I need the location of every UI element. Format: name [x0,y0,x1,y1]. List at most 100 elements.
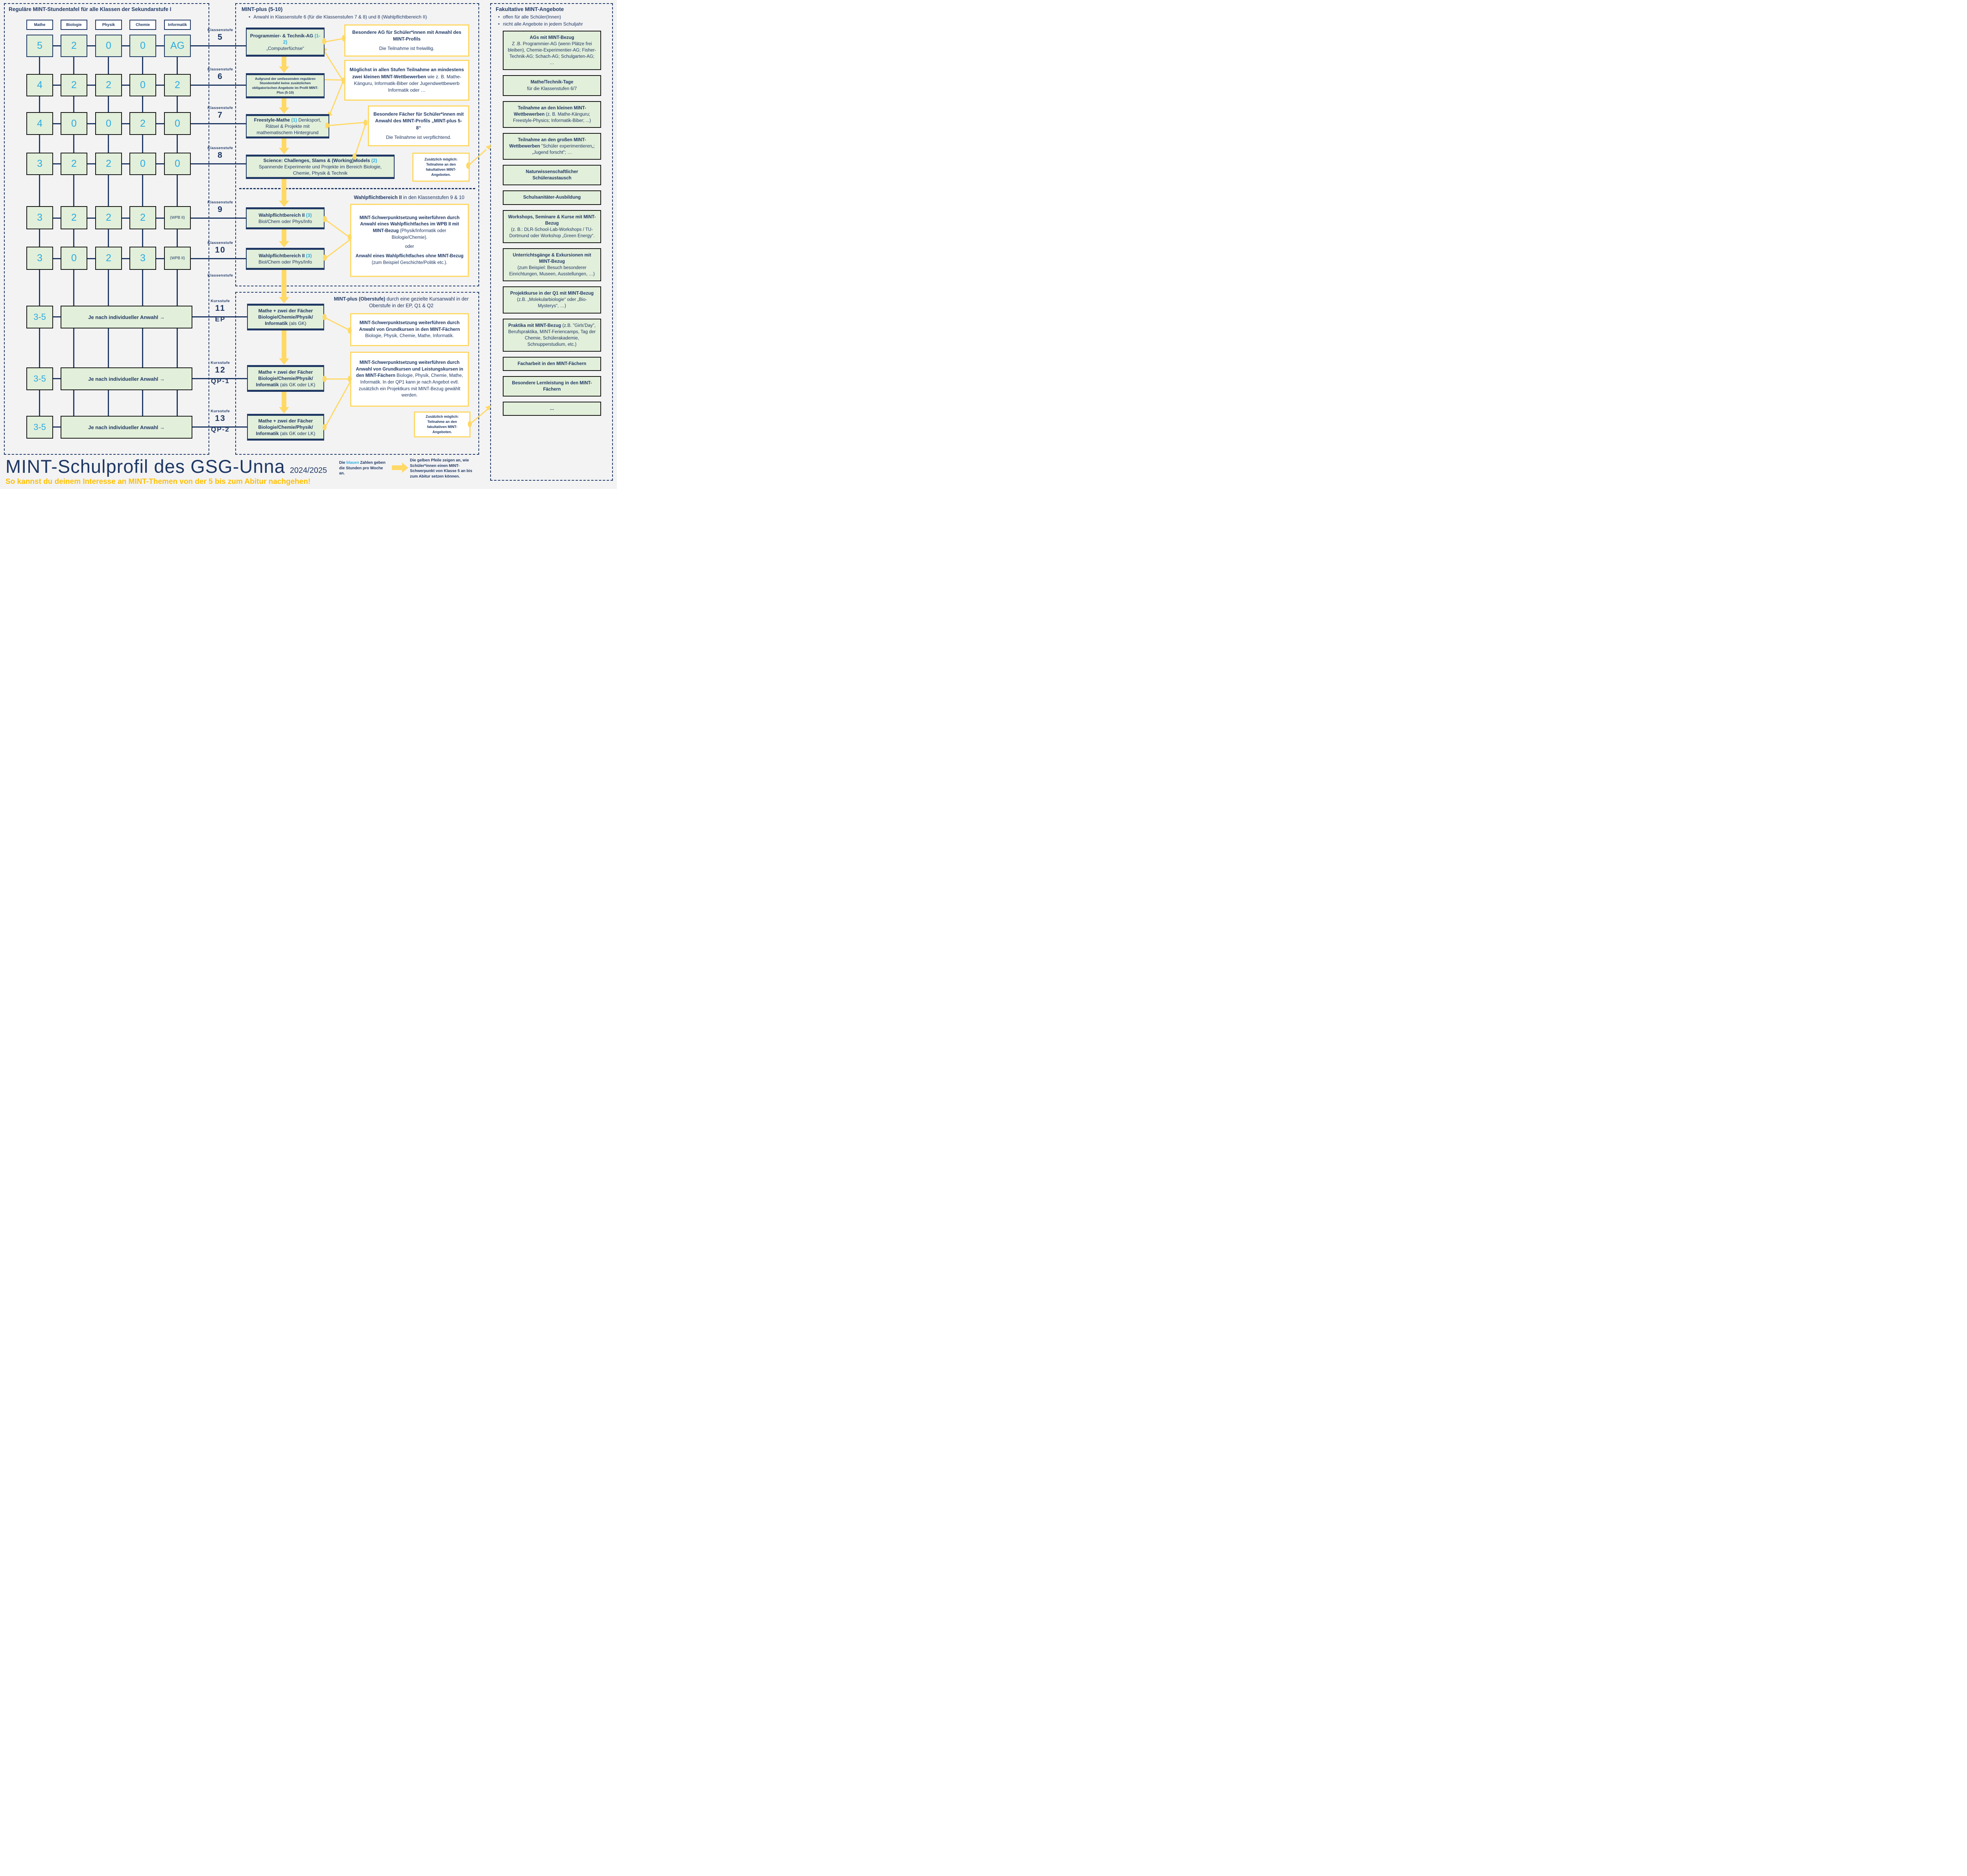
box-qp2-faecher: Mathe + zwei der Fächer Biologie/Chemie/… [247,414,324,441]
row-13-widebox: Je nach individueller Anwahl → [61,416,192,439]
grid-vline [73,229,74,247]
cell-5-biologie: 2 [61,35,87,57]
column-header-biologie: Biologie [61,20,87,30]
cell-11-hours: 3-5 [26,306,53,328]
cell-6-physik: 2 [95,74,122,96]
connector-dot [364,120,367,126]
note-ep-grundkurse: MINT-Schwerpunktsetzung weiterführen dur… [350,313,469,346]
connector-dot [352,153,356,160]
cell-5-informatik: AG [164,35,191,57]
cell-12-hours: 3-5 [26,367,53,390]
wpb-section-header: Wahlpflichtbereich II in den Klassenstuf… [354,195,465,200]
connector-dot [323,376,327,382]
grid-vline [73,390,74,416]
left-panel-border [4,3,209,455]
grid-vline [73,328,74,367]
cell-7-chemie: 2 [129,112,156,135]
cell-7-mathe: 4 [26,112,53,135]
cell-9-mathe: 3 [26,206,53,229]
flow-arrow-12-13 [279,392,289,413]
grid-vline [73,270,74,306]
connector-line [325,378,349,380]
grid-vline [177,229,178,247]
fakultativ-item-projektkurse: Projektkurse in der Q1 mit MINT-Bezug (z… [503,286,601,314]
grid-vline [108,390,109,416]
grid-vline [108,229,109,247]
grid-vline [73,96,74,112]
cell-8-physik: 2 [95,153,122,175]
fakultativ-bullet-1: offen für alle Schüler(Innen) [498,14,608,20]
grid-vline [39,390,40,416]
note-besondere-ag: Besondere AG für Schüler*innen mit Anwah… [344,24,469,57]
cell-8-biologie: 2 [61,153,87,175]
fakultativ-item-praktika: Praktika mit MINT-Bezug (z.B. "Girls'Day… [503,318,601,352]
connector-dot [466,162,470,169]
grid-vline [177,96,178,112]
grid-vline [108,328,109,367]
flow-arrow-10-11 [279,270,289,303]
flow-arrow-9-10 [279,229,289,247]
flow-arrow-5-6 [279,57,289,73]
cell-5-chemie: 0 [129,35,156,57]
left-panel-title: Reguläre MINT-Stundentafel für alle Klas… [9,6,172,12]
fakultativ-item-schulsanitaeter: Schulsanitäter-Ausbildung [503,190,601,205]
connector-dot [323,314,327,320]
mintplus-bullet: Anwahl in Klassenstufe 6 (für die Klasse… [249,14,469,20]
grid-vline [39,96,40,112]
grid-vline [142,270,143,306]
grid-vline [73,57,74,74]
fakultativ-panel-border [490,3,613,481]
grid-vline [108,57,109,74]
mintplus-title: MINT-plus (5-10) [242,6,283,12]
cell-6-mathe: 4 [26,74,53,96]
box-qp1-faecher: Mathe + zwei der Fächer Biologie/Chemie/… [247,365,324,392]
box-klasse10-wpb: Wahlpflichtbereich II (3)Biol/Chem oder … [246,248,325,270]
cell-8-informatik: 0 [164,153,191,175]
grid-vline [108,175,109,206]
oberstufe-header: MINT-plus (Oberstufe) durch eine gezielt… [334,296,469,308]
fakultativ-item-exkursionen: Unterrichtsgänge & Exkursionen mit MINT-… [503,248,601,282]
grid-vline [39,270,40,306]
grid-vline [108,135,109,153]
cell-7-informatik: 0 [164,112,191,135]
flow-arrow-11-12 [279,330,289,365]
note-besondere-faecher: Besondere Fächer für Schüler*innen mit A… [368,105,469,146]
cell-5-mathe: 5 [26,35,53,57]
note-wettbewerbe: Möglichst in allen Stufen Teilnahme an m… [344,60,469,101]
box-klasse7-freestyle-mathe: Freestyle-Mathe (1) Denksport, Rätsel & … [246,114,329,138]
note-zusaetzlich-unten: Zusätzlich möglich: Teilnahme an den fak… [414,411,471,437]
box-klasse6-hinweis: Aufgrund der umfassenden regulären Stund… [246,73,325,98]
cell-6-chemie: 0 [129,74,156,96]
grid-vline [177,390,178,416]
grid-vline [108,96,109,112]
cell-7-biologie: 0 [61,112,87,135]
row-11-widebox: Je nach individueller Anwahl → [61,306,192,328]
mint-schulprofil-diagram: Reguläre MINT-Stundentafel für alle Klas… [0,0,617,489]
cell-7-physik: 0 [95,112,122,135]
box-klasse5-programmier-ag: Programmier- & Technik-AG (1-2) „Compute… [246,28,325,57]
note-zusaetzlich-oben: Zusätzlich möglich: Teilnahme an den fak… [412,153,470,182]
cell-6-informatik: 2 [164,74,191,96]
fakultativ-item-workshops: Workshops, Seminare & Kurse mit MINT-Bez… [503,210,601,243]
legend-yellow-arrows: Die gelben Pfeile zeigen an, wie Schüler… [410,458,472,479]
label-klassenstufe-extra: Klassenstufe [207,273,233,278]
connector-dot [468,421,472,427]
box-klasse9-wpb: Wahlpflichtbereich II (3)Biol/Chem oder … [246,207,325,229]
box-klasse8-science: Science: Challenges, Slams & (Working)Mo… [246,155,395,179]
column-header-chemie: Chemie [129,20,156,30]
grid-vline [142,135,143,153]
grid-vline [142,175,143,206]
cell-8-mathe: 3 [26,153,53,175]
connector-dot [325,122,329,129]
oberstufe-panel-border [235,292,479,455]
grid-vline [142,328,143,367]
